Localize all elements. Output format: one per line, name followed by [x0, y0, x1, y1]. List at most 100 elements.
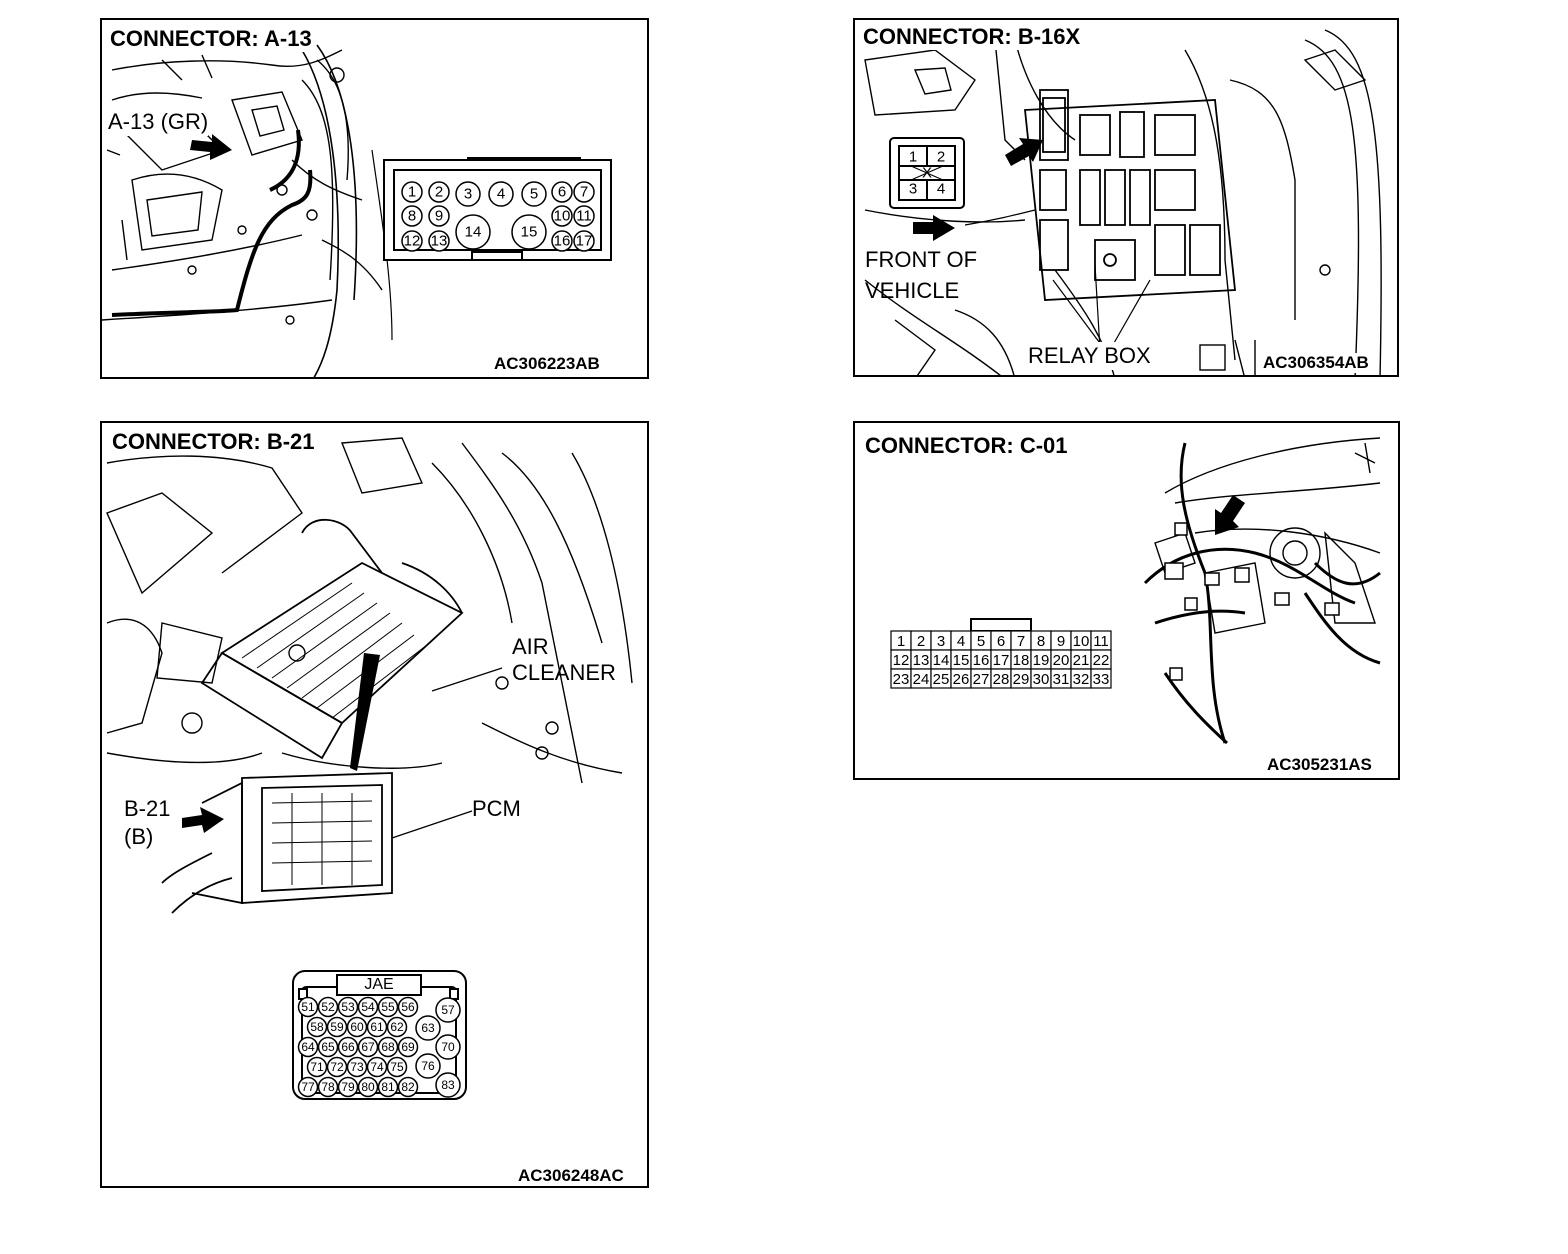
c01-callout-arrow [1215, 495, 1245, 535]
b16x-front-arrow [913, 215, 955, 241]
b21-pin-60-circle [346, 1016, 368, 1038]
b21-pin-55-circle [377, 996, 399, 1018]
b16x-connector-face [889, 137, 965, 209]
b21-pin-51: 51 [301, 1000, 315, 1014]
b21-pin-83-circle [435, 1072, 461, 1098]
c01-pin-32: 32 [1073, 671, 1090, 688]
b16x-front-label-line2: VEHICLE [865, 278, 960, 303]
b21-pin-74-circle [366, 1056, 388, 1078]
c01-pin-12: 12 [893, 652, 910, 669]
b21-title: CONNECTOR: B-21 [110, 429, 317, 455]
a13-pin-1-circle [401, 181, 423, 203]
c01-pin-25: 25 [933, 671, 950, 688]
b16x-pin-1: 1 [909, 149, 917, 166]
c01-pin-16: 16 [973, 652, 990, 669]
b21-pin-63-circle [415, 1015, 441, 1041]
c01-connector-face [970, 618, 1032, 632]
b21-callout-label-line1: B-21 [124, 796, 171, 821]
b21-pin-76-circle [415, 1053, 441, 1079]
b21-callout-arrow [182, 807, 224, 833]
b21-pin-74: 74 [370, 1060, 384, 1074]
c01-pin-4: 4 [957, 633, 965, 650]
a13-pin-14: 14 [465, 224, 482, 241]
b21-pin-66-circle [337, 1036, 359, 1058]
a13-pin-12-circle [401, 230, 423, 252]
b21-pin-66: 66 [341, 1040, 355, 1054]
c01-pin-18: 18 [1013, 652, 1030, 669]
b21-pin-59: 59 [330, 1020, 344, 1034]
b21-pin-78-circle [317, 1076, 339, 1098]
a13-pin-13: 13 [431, 233, 448, 250]
b16x-front-label-line1: FRONT OF [865, 247, 978, 272]
b21-air-cleaner-label-line1: AIR [512, 634, 549, 659]
c01-pin-29: 29 [1013, 671, 1030, 688]
a13-pin-6-circle [551, 181, 573, 203]
b21-pin-62-circle [386, 1016, 408, 1038]
b21-pin-73: 73 [350, 1060, 364, 1074]
b21-pin-59-circle [326, 1016, 348, 1038]
b21-pin-75: 75 [390, 1060, 404, 1074]
b21-pin-61: 61 [370, 1020, 384, 1034]
c01-figure-code: AC305231AS [1265, 755, 1374, 775]
b21-pcm-pointer [350, 653, 380, 771]
b16x-title: CONNECTOR: B-16X [861, 24, 1083, 50]
c01-pin-19: 19 [1033, 652, 1050, 669]
b21-pin-77-circle [297, 1076, 319, 1098]
b16x-relay-box-label: RELAY BOX [1028, 342, 1151, 370]
a13-pin-16-circle [551, 230, 573, 252]
b16x-relay-box-illustration [864, 29, 1382, 375]
a13-pin-11: 11 [576, 208, 592, 225]
b21-pin-56-circle [397, 996, 419, 1018]
a13-pin-14-circle [455, 214, 491, 250]
b21-pin-60: 60 [350, 1020, 364, 1034]
a13-pin-5: 5 [530, 186, 538, 203]
a13-pin-8-circle [401, 205, 423, 227]
b21-pin-57-circle [435, 997, 461, 1023]
b21-pin-52: 52 [321, 1000, 335, 1014]
b21-jae-label: JAE [364, 976, 394, 993]
c01-pin-7: 7 [1017, 633, 1025, 650]
b21-pin-57: 57 [441, 1003, 455, 1017]
a13-pin-15-circle [511, 214, 547, 250]
b21-pin-80-circle [357, 1076, 379, 1098]
a13-pin-6: 6 [558, 184, 566, 201]
b21-pin-54: 54 [361, 1000, 375, 1014]
c01-pin-20: 20 [1053, 652, 1070, 669]
a13-pin-9: 9 [435, 208, 443, 225]
b21-pin-82-circle [397, 1076, 419, 1098]
b21-pin-76: 76 [421, 1059, 435, 1073]
c01-pin-21: 21 [1073, 652, 1090, 669]
b21-pin-68-circle [377, 1036, 399, 1058]
c01-pin-3: 3 [937, 633, 945, 650]
c01-pin-33-cell [1090, 668, 1112, 689]
c01-pin-24: 24 [913, 671, 930, 688]
c01-pin-26: 26 [953, 671, 970, 688]
a13-pin-16: 16 [554, 233, 571, 250]
b21-pin-73-circle [346, 1056, 368, 1078]
b21-pin-77: 77 [301, 1080, 315, 1094]
b21-pin-63: 63 [421, 1021, 435, 1035]
c01-pin-2: 2 [917, 633, 925, 650]
b21-pin-56: 56 [401, 1000, 415, 1014]
b21-pin-71-circle [306, 1056, 328, 1078]
b21-pin-58: 58 [310, 1020, 324, 1034]
b21-pin-67-circle [357, 1036, 379, 1058]
a13-pin-13-circle [428, 230, 450, 252]
c01-pin-13: 13 [913, 652, 930, 669]
a13-pin-8: 8 [408, 208, 416, 225]
b21-pin-65-circle [317, 1036, 339, 1058]
a13-pin-5-circle [521, 181, 547, 207]
b21-air-cleaner-pcm-illustration [106, 437, 633, 914]
b21-air-cleaner-label-line2: CLEANER [512, 660, 616, 685]
b21-pin-67: 67 [361, 1040, 375, 1054]
c01-pin-14: 14 [933, 652, 950, 669]
c01-pin-10: 10 [1073, 633, 1090, 650]
a13-pin-4-circle [488, 181, 514, 207]
b21-pin-81: 81 [381, 1080, 395, 1094]
